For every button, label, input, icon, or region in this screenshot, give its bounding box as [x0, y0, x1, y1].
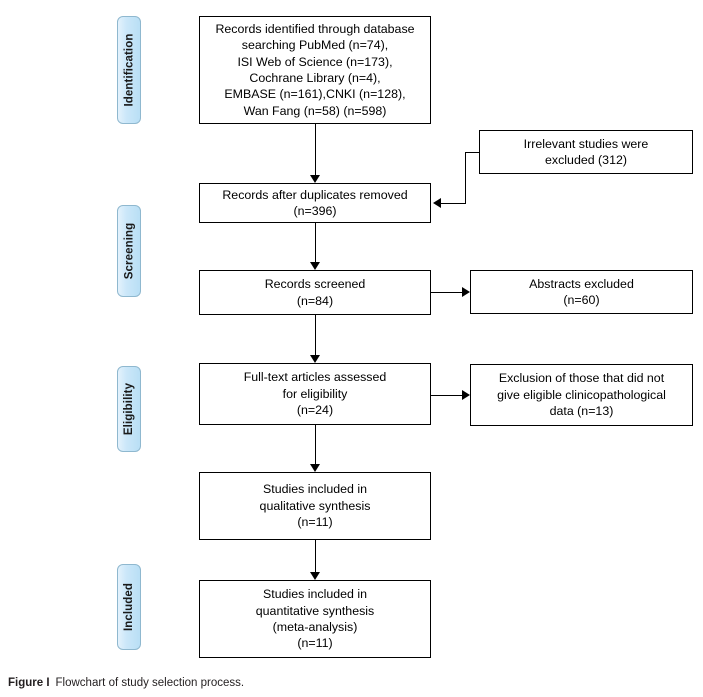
box-records-identified: Records identified through database sear… [199, 16, 431, 124]
box-records-after-duplicates-text: Records after duplicates removed (n=396) [222, 187, 408, 218]
connector-irrelevant-segment-bottom [441, 203, 466, 204]
box-abstracts-excluded-text: Abstracts excluded (n=60) [529, 276, 634, 307]
stage-pill-included: Included [117, 564, 141, 650]
figure-caption: Figure I Flowchart of study selection pro… [8, 676, 244, 690]
box-quantitative-synthesis-text: Studies included in quantitative synthes… [255, 587, 375, 651]
arrowhead-qualitative-to-quantitative [310, 572, 320, 580]
arrowhead-fulltext-to-exclusion [462, 390, 470, 400]
connector-screened-to-fulltext [315, 315, 316, 356]
connector-fulltext-to-exclusion [431, 395, 463, 396]
arrowhead-identified-to-duplicates [310, 175, 320, 183]
box-records-after-duplicates: Records after duplicates removed (n=396) [199, 183, 431, 223]
box-qualitative-synthesis-text: Studies included in qualitative synthesi… [259, 482, 371, 530]
connector-screened-to-abstracts [431, 292, 463, 293]
connector-irrelevant-segment-vertical [465, 152, 466, 203]
connector-qualitative-to-quantitative [315, 540, 316, 573]
stage-label-screening: Screening [123, 222, 136, 280]
stage-pill-eligibility: Eligibility [117, 366, 141, 452]
box-records-identified-text: Records identified through database sear… [215, 21, 415, 118]
arrowhead-irrelevant-to-duplicates [433, 198, 441, 208]
box-fulltext-assessed-text: Full-text articles assessed for eligibil… [243, 370, 387, 418]
box-records-screened: Records screened (n=84) [199, 270, 431, 315]
connector-irrelevant-segment-top [465, 152, 480, 153]
box-quantitative-synthesis: Studies included in quantitative synthes… [199, 580, 431, 658]
stage-pill-identification: Identification [117, 16, 141, 124]
stage-label-identification: Identification [123, 33, 135, 107]
arrowhead-screened-to-abstracts [462, 287, 470, 297]
box-clinicopathological-excluded-text: Exclusion of those that did not give eli… [497, 371, 666, 419]
box-records-screened-text: Records screened (n=84) [264, 277, 366, 308]
arrowhead-duplicates-to-screened [310, 262, 320, 270]
box-irrelevant-excluded-text: Irrelevant studies were excluded (312) [523, 136, 649, 167]
figure-caption-text: Flowchart of study selection process. [55, 677, 245, 689]
connector-fulltext-to-qualitative [315, 425, 316, 465]
box-qualitative-synthesis: Studies included in qualitative synthesi… [199, 472, 431, 540]
arrowhead-screened-to-fulltext [310, 355, 320, 363]
box-abstracts-excluded: Abstracts excluded (n=60) [470, 270, 693, 314]
stage-label-eligibility: Eligibility [123, 382, 135, 436]
arrowhead-fulltext-to-qualitative [310, 464, 320, 472]
connector-identified-to-duplicates [315, 124, 316, 176]
box-clinicopathological-excluded: Exclusion of those that did not give eli… [470, 364, 693, 426]
box-irrelevant-excluded: Irrelevant studies were excluded (312) [479, 130, 693, 174]
box-fulltext-assessed: Full-text articles assessed for eligibil… [199, 363, 431, 425]
connector-duplicates-to-screened [315, 223, 316, 263]
stage-pill-screening: Screening [117, 205, 141, 297]
stage-label-included: Included [123, 582, 135, 632]
figure-caption-label: Figure I [8, 677, 50, 689]
